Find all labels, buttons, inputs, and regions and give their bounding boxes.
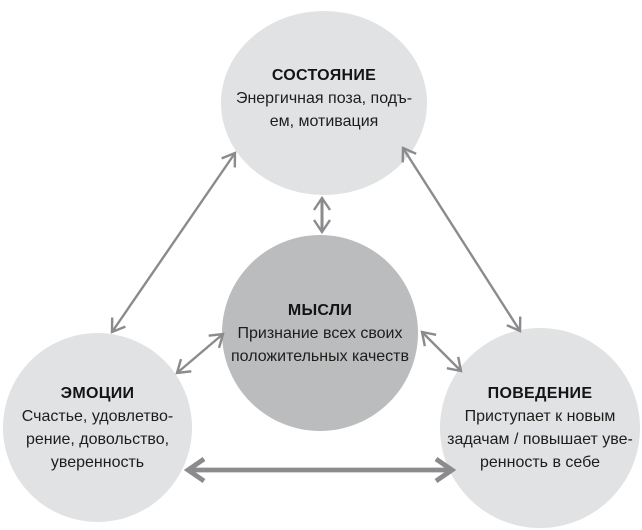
node-behavior-line: задачам / повышает уве- xyxy=(447,431,633,448)
node-thoughts-line: положительных качеств xyxy=(230,347,409,365)
node-thoughts: МЫСЛИ Признание всех своих положительных… xyxy=(222,235,418,431)
arrow-state-emotions xyxy=(110,151,237,334)
node-emotions-title: ЭМОЦИИ xyxy=(60,384,135,402)
node-behavior: ПОВЕДЕНИЕ Приступает к новым задачам / п… xyxy=(440,328,640,528)
node-behavior-line: Приступает к новым xyxy=(464,408,616,425)
node-behavior-title: ПОВЕДЕНИЕ xyxy=(487,385,593,402)
node-emotions-line: уверенность xyxy=(50,453,145,471)
node-thoughts-title: МЫСЛИ xyxy=(287,301,353,319)
node-state-line: Энергичная поза, подъ- xyxy=(235,89,413,107)
node-emotions-line: рение, довольство, xyxy=(25,430,170,448)
arrow-thoughts-emotions xyxy=(175,332,225,375)
arrow-state-behavior xyxy=(401,146,522,333)
node-behavior-line: ренность в себе xyxy=(479,454,601,471)
node-state: СОСТОЯНИЕ Энергичная поза, подъ- ем, мот… xyxy=(221,11,427,195)
node-emotions-line: Счастье, удовлетво- xyxy=(21,407,174,425)
node-thoughts-line: Признание всех своих xyxy=(237,324,403,342)
arrow-thoughts-behavior xyxy=(420,330,463,373)
node-state-line: ем, мотивация xyxy=(269,112,379,130)
node-state-title: СОСТОЯНИЕ xyxy=(271,66,377,84)
node-emotions: ЭМОЦИИ Счастье, удовлетво- рение, доволь… xyxy=(3,333,192,522)
